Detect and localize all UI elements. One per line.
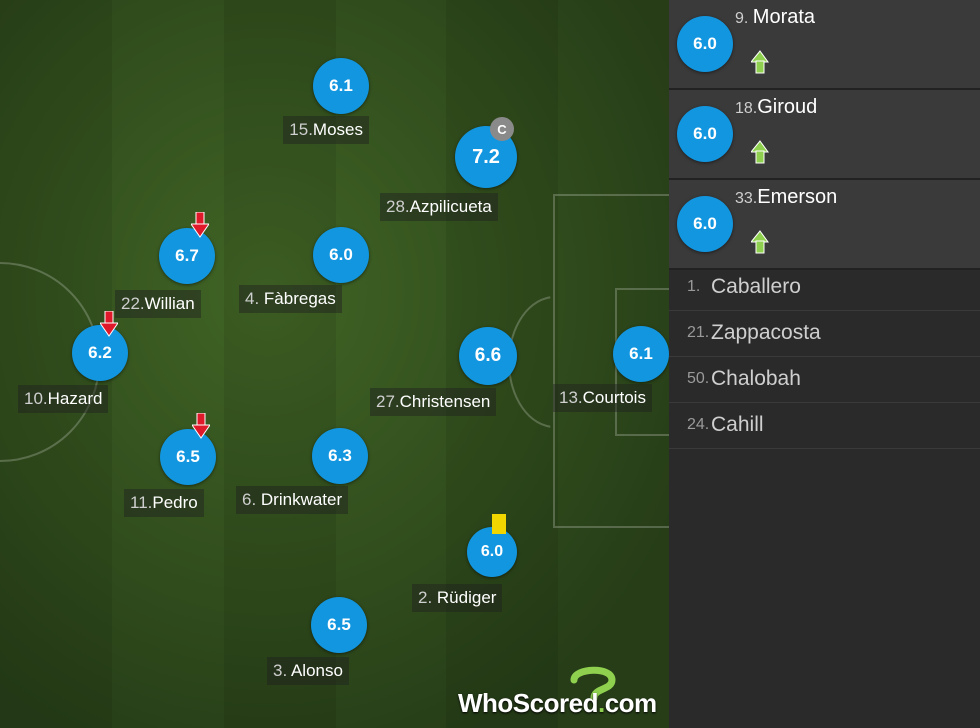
player-label: 27.Christensen <box>370 388 497 416</box>
player-number: 50. <box>687 370 710 387</box>
rating-badge: 6.5 <box>160 429 216 485</box>
player-name: Alonso <box>290 661 343 680</box>
logo-brand: WhoScored <box>458 688 598 718</box>
player-number: 9. <box>735 10 753 27</box>
rating-badge: 6.5 <box>311 597 367 653</box>
player-number: 33. <box>735 190 758 207</box>
player-number: 18. <box>735 100 758 117</box>
player-label: 6. Drinkwater <box>236 486 349 514</box>
player-name: Giroud <box>757 96 818 118</box>
player-label: 3. Alonso <box>267 657 349 685</box>
pitch: 6.1 15.Moses 7.2 C 28.Azpilicueta 6.7 22… <box>0 0 669 728</box>
red-down-arrow-icon <box>100 311 118 337</box>
rating-badge: 6.0 <box>467 527 517 577</box>
rating-badge: 6.1 <box>613 326 669 382</box>
rating-badge: 6.0 <box>677 196 733 252</box>
player-name: Emerson <box>757 186 838 208</box>
bench-item-chalobah[interactable]: 50.Chalobah <box>669 358 980 403</box>
rating-badge: 6.2 <box>72 325 128 381</box>
player-number: 21. <box>687 324 710 341</box>
player-number: 4. <box>245 289 264 308</box>
player-number: 28. <box>386 197 410 216</box>
player-name: Willian <box>144 294 195 313</box>
player-name: Cahill <box>711 413 764 436</box>
bench-item-caballero[interactable]: 1. Caballero <box>669 266 980 311</box>
whoscored-logo: WhoScored.com <box>458 664 658 724</box>
player-name: Chalobah <box>711 367 801 390</box>
logo-dot: . <box>597 688 605 718</box>
player-label: 11.Pedro <box>124 489 204 517</box>
player-number: 27. <box>376 392 400 411</box>
rating-badge: 6.6 <box>459 327 517 385</box>
substitutes-panel: 6.0 9. Morata 6.0 18.Giroud 6.0 33.Emers… <box>669 0 980 728</box>
rating-badge: 6.3 <box>312 428 368 484</box>
player-name: Zappacosta <box>711 321 821 344</box>
player-label: 10.Hazard <box>18 385 109 413</box>
player-name: Courtois <box>582 388 646 407</box>
green-up-arrow-icon <box>751 50 769 74</box>
player-number: 6. <box>242 490 261 509</box>
player-number: 3. <box>273 661 291 680</box>
yellow-card-icon <box>492 514 506 534</box>
penalty-area <box>553 194 669 528</box>
rating-badge: 6.0 <box>677 16 733 72</box>
red-down-arrow-icon <box>191 212 209 238</box>
rating-badge: 6.7 <box>159 228 215 284</box>
player-name: Fàbregas <box>263 289 336 308</box>
green-up-arrow-icon <box>751 140 769 164</box>
player-name: Drinkwater <box>260 490 343 509</box>
player-label: 2. Rüdiger <box>412 584 503 612</box>
player-label: 28.Azpilicueta <box>380 193 498 221</box>
player-name: Hazard <box>47 389 103 408</box>
player-label: 13.Courtois <box>553 384 652 412</box>
player-name: Rüdiger <box>436 588 497 607</box>
player-label: 4. Fàbregas <box>239 285 342 313</box>
player-number: 22. <box>121 294 145 313</box>
player-name: Azpilicueta <box>409 197 492 216</box>
player-name: Pedro <box>152 493 198 512</box>
sub-label: 9. Morata <box>735 6 815 29</box>
sub-label: 18.Giroud <box>735 96 817 119</box>
rating-badge: 6.1 <box>313 58 369 114</box>
player-name: Christensen <box>399 392 491 411</box>
captain-badge-icon: C <box>490 117 514 141</box>
green-up-arrow-icon <box>751 230 769 254</box>
player-name: Moses <box>312 120 363 139</box>
logo-suffix: com <box>604 688 657 718</box>
sub-label: 33.Emerson <box>735 186 837 209</box>
red-down-arrow-icon <box>192 413 210 439</box>
player-number: 11. <box>130 493 153 512</box>
player-name: Morata <box>752 6 816 28</box>
player-label: 15.Moses <box>283 116 369 144</box>
player-label: 22.Willian <box>115 290 201 318</box>
player-number: 13. <box>559 388 583 407</box>
logo-question-mark-icon <box>570 666 616 702</box>
logo-text: WhoScored.com <box>458 688 657 719</box>
sub-row-emerson[interactable]: 6.0 33.Emerson <box>669 180 980 270</box>
player-name: Caballero <box>711 275 801 298</box>
sub-row-morata[interactable]: 6.0 9. Morata <box>669 0 980 90</box>
bench-item-zappacosta[interactable]: 21.Zappacosta <box>669 312 980 357</box>
rating-badge: 6.0 <box>313 227 369 283</box>
player-number: 2. <box>418 588 437 607</box>
sub-row-giroud[interactable]: 6.0 18.Giroud <box>669 90 980 180</box>
player-number: 15. <box>289 120 313 139</box>
player-number: 24. <box>687 416 710 433</box>
rating-badge: 6.0 <box>677 106 733 162</box>
player-number: 1. <box>687 278 701 295</box>
bench-item-cahill[interactable]: 24.Cahill <box>669 404 980 449</box>
player-number: 10. <box>24 389 48 408</box>
